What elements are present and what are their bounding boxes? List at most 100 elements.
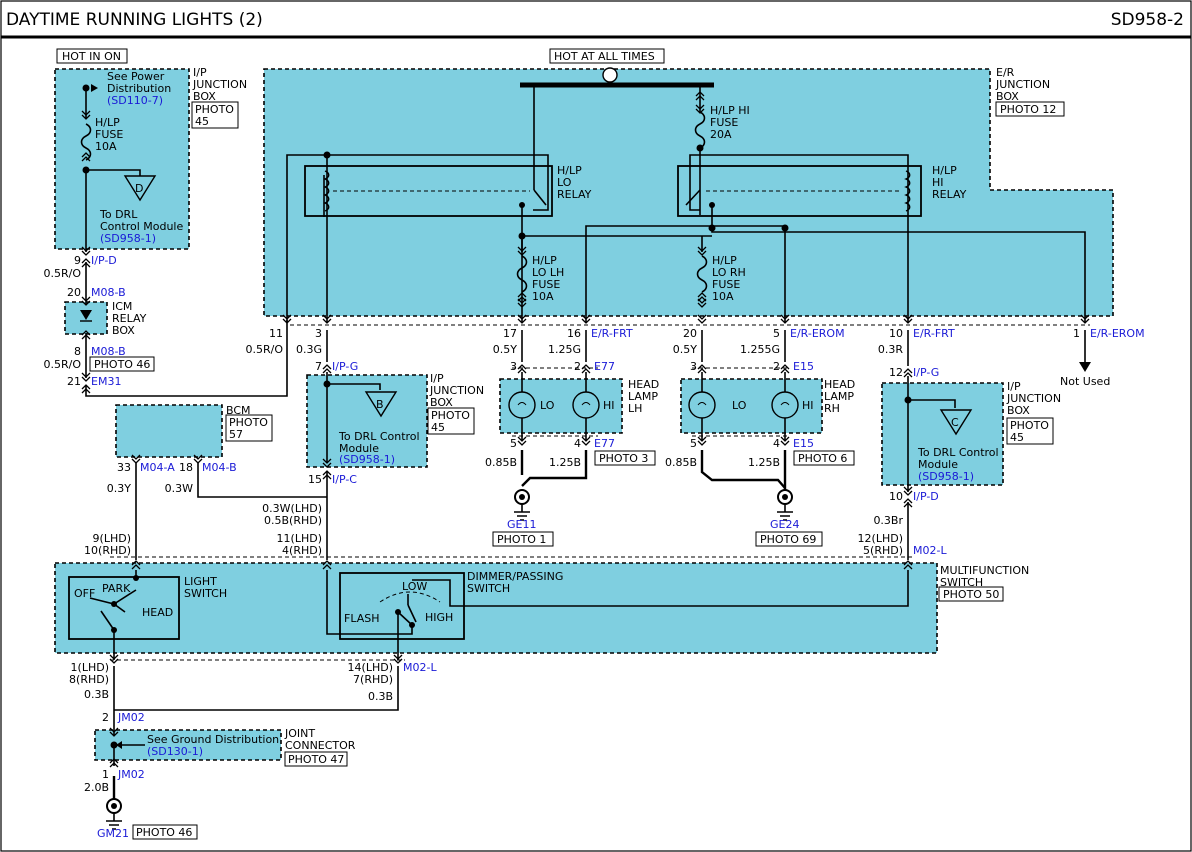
photo46-a: PHOTO 46 (94, 358, 150, 371)
conn-jm02-a: JM02 (117, 711, 145, 724)
to-drl-b-line1: To DRL Control (338, 430, 420, 443)
photo50: PHOTO 50 (943, 588, 999, 601)
lamp-rh-lo: LO (732, 399, 747, 412)
conn-e77-a: E77 (594, 360, 615, 373)
not-used-label: Not Used (1060, 375, 1110, 388)
pin-2b: 2 (773, 360, 780, 373)
wire-05ro-b: 0.5R/O (43, 358, 81, 371)
lamp-rh-hi: HI (802, 399, 814, 412)
sd110-link[interactable]: (SD110-7) (107, 94, 163, 107)
ip-box3-line1: I/P (1007, 380, 1021, 393)
pin-4a: 4 (574, 437, 581, 450)
wires (68, 82, 1090, 800)
photo3: PHOTO 3 (599, 452, 648, 465)
diagram-code: SD958-2 (1111, 10, 1184, 30)
sd958-link-d[interactable]: (SD958-1) (100, 232, 156, 245)
switch-off: OFF (74, 587, 95, 600)
conn-e77-b: E77 (594, 437, 615, 450)
lamp-lh-hi: HI (603, 399, 615, 412)
wire-125g: 1.25G (548, 343, 581, 356)
pin-10b: 10 (889, 490, 903, 503)
er-box-line1: E/R (996, 66, 1015, 79)
photo45-a2: 45 (195, 115, 209, 128)
pin-7-rhd: 7(RHD) (353, 673, 393, 686)
conn-m02l-a: M02-L (913, 544, 947, 557)
conn-em31: EM31 (91, 375, 121, 388)
pin-1a: 1 (1073, 327, 1080, 340)
photo47: PHOTO 47 (288, 753, 344, 766)
arrow-right-icon (91, 84, 98, 92)
photo45-c2: 45 (1010, 431, 1024, 444)
sd130-link[interactable]: (SD130-1) (147, 745, 203, 758)
drl-c-triangle-icon (939, 409, 973, 436)
lo-relay-line3: RELAY (557, 188, 592, 201)
pin-12-lhd: 12(LHD) (858, 532, 903, 545)
photo12: PHOTO 12 (1000, 103, 1056, 116)
lo-rh-fuse-line2: LO RH (712, 266, 746, 279)
conn-erfrt-a: E/R-FRT (591, 327, 633, 340)
hlp-fuse-line2: FUSE (95, 128, 123, 141)
lamp-lh-lo: LO (540, 399, 555, 412)
photo45-a1: PHOTO (195, 103, 234, 116)
ground-symbols (105, 489, 794, 830)
conn-m04a: M04-A (140, 461, 175, 474)
conn-ipd: I/P-D (91, 254, 117, 267)
wire-05y-a: 0.5Y (493, 343, 517, 356)
bcm-label: BCM (226, 404, 251, 417)
joint-line1: JOINT (284, 727, 315, 740)
see-power-line1: See Power (107, 70, 165, 83)
wire-03g: 0.3G (296, 343, 322, 356)
to-drl-b-line2: Module (339, 442, 379, 455)
conn-erom-a: E/R-EROM (790, 327, 845, 340)
photo6: PHOTO 6 (798, 452, 847, 465)
ip-box2-line3: BOX (430, 396, 453, 409)
dimmer-line2: SWITCH (467, 582, 510, 595)
head-lamp-lh-box (499, 378, 623, 434)
wire-20b: 2.0B (84, 781, 109, 794)
pin-3a: 3 (315, 327, 322, 340)
wire-085b-b: 0.85B (665, 456, 697, 469)
dimmer-low: LOW (402, 580, 427, 593)
not-used-arrow-icon (1079, 362, 1091, 372)
conn-m08b-a: M08-B (91, 286, 126, 299)
arrow-left-icon (116, 741, 122, 749)
photo57-line1: PHOTO (229, 416, 268, 429)
wire-05ro-a: 0.5R/O (43, 267, 81, 280)
lo-lh-fuse-line2: LO LH (532, 266, 564, 279)
pin-20a: 20 (67, 286, 81, 299)
pin-10-rhd: 10(RHD) (84, 544, 131, 557)
pin-33: 33 (117, 461, 131, 474)
to-drl-c-line1: To DRL Control (917, 446, 999, 459)
hot-at-all-times-label: HOT AT ALL TIMES (554, 50, 655, 63)
wire-03y: 0.3Y (107, 482, 131, 495)
photo57-line2: 57 (229, 428, 243, 441)
pin-16: 16 (567, 327, 581, 340)
photo46-b: PHOTO 46 (136, 826, 192, 839)
hlp-hi-fuse-line3: 20A (710, 128, 732, 141)
wire-05y-b: 0.5Y (673, 343, 697, 356)
ip-box1-line2: JUNCTION (192, 78, 247, 91)
bcm-box (115, 404, 223, 458)
lo-lh-fuse-line4: 10A (532, 290, 554, 303)
conn-e15-a: E15 (793, 360, 814, 373)
lo-relay-line2: LO (557, 176, 572, 189)
see-power-line2: Distribution (107, 82, 171, 95)
pin-14-lhd: 14(LHD) (348, 661, 393, 674)
photo45-c1: PHOTO (1010, 419, 1049, 432)
pin-15: 15 (308, 473, 322, 486)
wire-03b-a: 0.3B (84, 688, 109, 701)
sd958-link-b[interactable]: (SD958-1) (339, 453, 395, 466)
conn-ipc: I/P-C (332, 473, 357, 486)
triangle-d-letter: D (135, 182, 143, 195)
wire-125b-a: 1.25B (549, 456, 581, 469)
sd958-link-c[interactable]: (SD958-1) (918, 470, 974, 483)
icm-diode-icon (80, 310, 92, 320)
multi-line1: MULTIFUNCTION (940, 564, 1029, 577)
photo45-b1: PHOTO (431, 409, 470, 422)
bus-terminal-icon (602, 67, 618, 83)
lo-rh-fuse-line1: H/LP (712, 254, 737, 267)
photo1: PHOTO 1 (497, 533, 546, 546)
pin-21: 21 (67, 375, 81, 388)
